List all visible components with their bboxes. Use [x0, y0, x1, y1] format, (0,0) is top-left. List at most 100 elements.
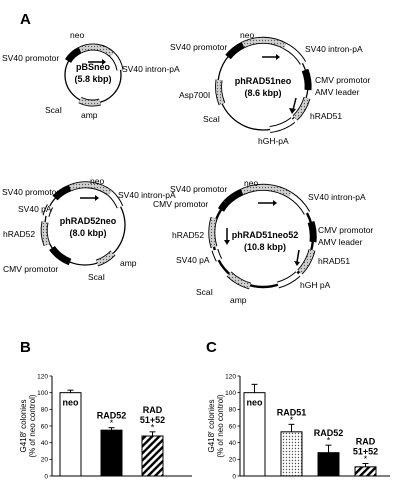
phrad51neo-neo-segment: [241, 37, 287, 49]
phrad51neo-label-hgh: hGH-pA: [258, 136, 289, 146]
y-tick-label: 60: [229, 423, 237, 430]
bar: [141, 435, 164, 477]
pbsneo-neo-segment: [78, 44, 114, 57]
significance-star: *: [110, 418, 114, 428]
phrad52neo-sv40pa-segment: [43, 204, 53, 217]
phrad51neo-cmv-segment: [301, 68, 312, 91]
phrad52neo-neo-arrowhead: [95, 195, 99, 201]
y-tick-label: 100: [225, 390, 236, 397]
bar: [354, 466, 377, 477]
panel-b-label: B: [20, 339, 31, 356]
phrad51neo52-label-amp: amp: [230, 295, 247, 305]
phrad51neo52-label-sv40pa: SV40 pA: [176, 255, 210, 265]
pbsneo-size: (5.8 kbp): [74, 74, 111, 84]
pbsneo-label-neo: neo: [70, 30, 84, 40]
y-axis-title-line2: (% of neo control): [216, 394, 225, 457]
bar: [317, 452, 340, 477]
y-axis-title: G418r colonies: [19, 400, 28, 453]
phrad51neo52-hrad52-segment: [209, 217, 217, 248]
phrad51neo52-label-sv40-intron: SV40 intron-pA: [308, 192, 366, 202]
y-axis-title-main: G418: [19, 432, 28, 452]
phrad51neo52-hgh-segment: [277, 272, 300, 288]
phrad52neo-cmv-segment: [49, 245, 72, 266]
phrad51neo52-label-hrad51: hRAD51: [318, 256, 350, 266]
pbsneo-amp-segment: [78, 97, 101, 106]
phrad52neo-label-amp: amp: [120, 258, 137, 268]
phrad52neo-amp-segment: [96, 251, 115, 266]
phrad52neo-label-scai: ScaI: [88, 272, 105, 282]
phrad51neo52-cmv-left-segment: [217, 200, 229, 212]
pbsneo-label-sv40-intron: SV40 intron-pA: [122, 64, 180, 74]
phrad51neo-hrad51-segment: [293, 97, 310, 120]
y-tick-label: 60: [41, 423, 49, 430]
y-tick-label: 120: [37, 373, 48, 380]
y-tick-label: 40: [41, 440, 49, 447]
y-tick-label: 0: [44, 473, 48, 480]
plasmid-phrad52neo: neo SV40 promotor SV40 pA SV40 intron-pA…: [2, 176, 176, 282]
phrad51neo-label-asp700i: Asp700I: [179, 90, 210, 100]
plasmid-pbsneo: neo SV40 promotor SV40 intron-pA ScaI am…: [2, 30, 180, 120]
bar-label: RAD52: [314, 428, 344, 438]
bar-label: 51+52: [140, 415, 165, 425]
phrad51neo52-label-cmv-right: CMV promotor: [318, 225, 373, 235]
bar-label: 51+52: [353, 447, 378, 457]
phrad52neo-hrad52-segment: [41, 221, 50, 246]
phrad51neo-hrad51-arrowhead: [289, 108, 296, 114]
plasmid-phrad51neo: neo SV40 promotor SV40 intron-pA CMV pro…: [170, 30, 370, 146]
pbsneo-intron-segment: [110, 52, 123, 71]
phrad52neo-sv40-segment: [52, 184, 72, 201]
phrad52neo-label-sv40-intron: SV40 intron-pA: [118, 190, 176, 200]
phrad51neo-label-hrad51: hRAD51: [310, 111, 342, 121]
phrad51neo52-neo-segment: [240, 184, 292, 198]
phrad51neo-intron-segment: [283, 43, 306, 65]
y-tick-label: 0: [232, 473, 236, 480]
phrad51neo52-name: phRAD51neo52: [232, 230, 299, 240]
phrad51neo52-label-neo: neo: [244, 178, 258, 188]
y-axis-title-line2: (% of neo control): [28, 394, 37, 457]
pbsneo-label-sv40-promotor: SV40 promotor: [2, 53, 59, 63]
phrad51neo-size: (8.6 kbp): [244, 88, 281, 98]
y-tick-label: 80: [41, 407, 49, 414]
phrad51neo52-label-amv: AMV leader: [318, 237, 363, 247]
phrad51neo52-label-hrad52: hRAD52: [172, 230, 204, 240]
phrad51neo52-hrad52-arrowhead: [224, 240, 230, 245]
phrad52neo-label-sv40pa: SV40 pA: [18, 204, 52, 214]
phrad51neo-label-amv: AMV leader: [315, 87, 360, 97]
phrad52neo-label-hrad52: hRAD52: [3, 229, 35, 239]
phrad51neo-label-sv40-intron: SV40 intron-pA: [305, 44, 363, 54]
phrad51neo52-label-sv40-promotor: SV40 promotor: [170, 184, 227, 194]
phrad52neo-label-cmv: CMV promotor: [3, 264, 58, 274]
phrad51neo-name: phRAD51neo: [235, 76, 292, 86]
bar-label: RAD: [356, 437, 376, 447]
phrad52neo-size: (8.0 kbp): [69, 228, 106, 238]
phrad51neo-label-cmv: CMV promotor: [315, 75, 370, 85]
phrad51neo52-intron-segment: [288, 192, 310, 215]
phrad51neo52-neo-arrowhead: [273, 200, 277, 206]
bar-label: neo: [246, 398, 263, 408]
phrad52neo-intron-segment: [108, 191, 123, 209]
phrad51neo52-label-cmv-left: CMV promotor: [153, 199, 208, 209]
y-axis-title-sup: r: [207, 431, 213, 433]
phrad51neo-label-neo: neo: [240, 30, 254, 40]
phrad51neo52-size: (10.8 kbp): [244, 242, 286, 252]
phrad51neo52-sv40pa-segment: [212, 249, 222, 262]
y-axis-title-main: G418: [207, 432, 216, 452]
significance-star: *: [151, 422, 155, 432]
bar-label: RAD52: [97, 411, 127, 421]
y-tick-label: 40: [229, 440, 237, 447]
y-axis-title: G418r colonies: [207, 400, 216, 453]
pbsneo-label-amp: amp: [81, 110, 98, 120]
significance-star: *: [327, 436, 331, 446]
bar-label: RAD: [143, 405, 163, 415]
y-tick-label: 120: [225, 373, 236, 380]
phrad51neo-neo-arrowhead: [276, 54, 280, 60]
phrad51neo52-label-hgh: hGH pA: [300, 280, 331, 290]
panel-a-label: A: [20, 11, 31, 28]
phrad51neo-label-sv40-promotor: SV40 promotor: [170, 42, 227, 52]
panel-c-label: C: [206, 339, 217, 356]
significance-star: *: [290, 415, 294, 425]
phrad51neo-sv40-segment: [225, 41, 245, 60]
bar-label: neo: [62, 398, 79, 408]
y-tick-label: 80: [229, 407, 237, 414]
